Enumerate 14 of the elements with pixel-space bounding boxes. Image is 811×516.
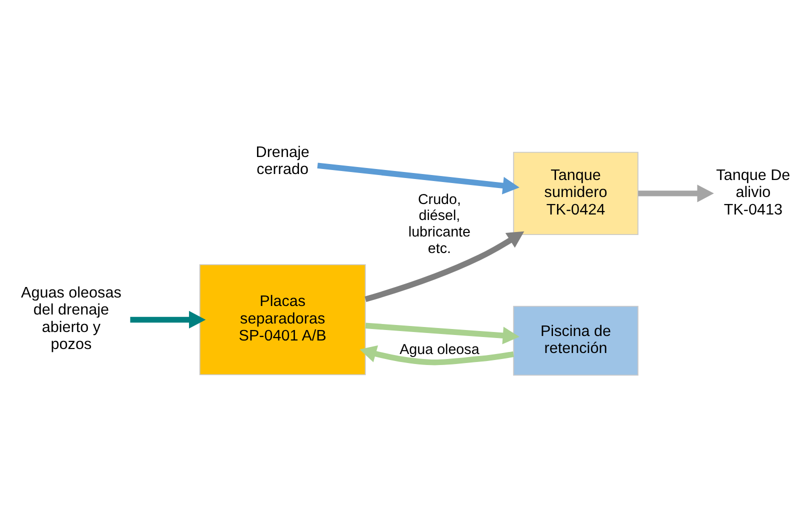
node-box: Piscina de retención xyxy=(513,306,638,376)
node-text: Tanque De alivio TK-0413 xyxy=(716,166,790,218)
arrow xyxy=(365,322,520,344)
node-box: Tanque sumidero TK-0424 xyxy=(513,152,638,236)
edge-label: Crudo, diésel, lubricante etc. xyxy=(408,192,471,257)
arrow xyxy=(638,184,714,202)
arrow xyxy=(317,162,520,194)
node-box: Placas separadoras SP-0401 A/B xyxy=(199,264,366,376)
edge-label: Agua oleosa xyxy=(400,342,480,358)
arrow xyxy=(360,345,514,366)
arrow xyxy=(130,310,206,328)
arrow xyxy=(364,231,524,302)
node-text: Aguas oleosas del drenaje abierto y pozos xyxy=(21,284,122,354)
node-text: Drenaje cerrado xyxy=(256,144,310,178)
